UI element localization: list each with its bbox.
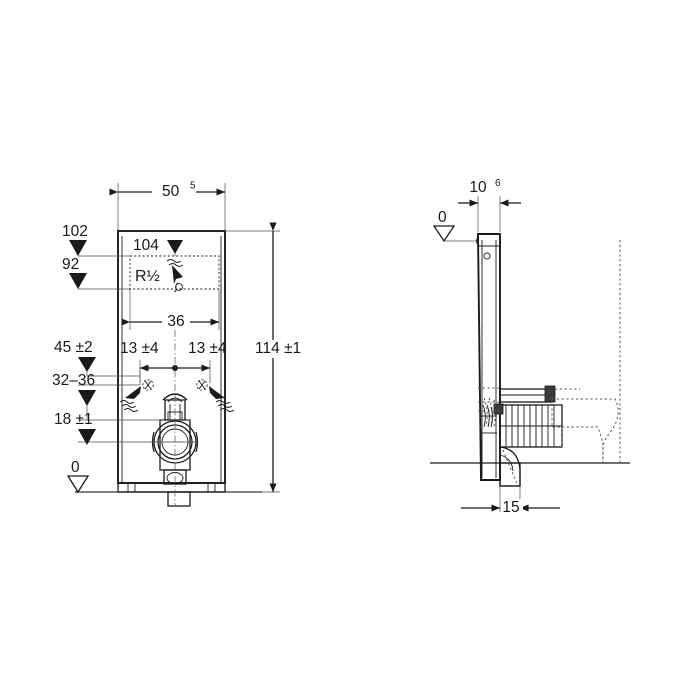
dim-front-width-value: 50 [162, 183, 180, 200]
level-marker-102: 102 [62, 223, 88, 256]
level-marker-datum-icon [432, 225, 456, 243]
level-marker-0-side-label: 0 [438, 209, 447, 226]
level-marker-32-36: 32–36 [52, 372, 96, 420]
water-connection-annotation: R½ [135, 259, 184, 293]
supply-connection-right [196, 379, 235, 412]
level-marker-92-label: 92 [62, 256, 79, 273]
supply-connection-left [119, 379, 154, 412]
service-opening-box [129, 255, 220, 290]
module-side-profile [476, 233, 501, 481]
level-marker-18-label: 18 ±1 [54, 411, 93, 428]
dim-10-value: 10 [469, 179, 487, 196]
dim-side-depth-top: 10 6 [458, 178, 521, 232]
thread-spec-label: R½ [135, 268, 160, 285]
dim-10-superscript: 6 [495, 178, 501, 189]
level-marker-0-side: 0 [432, 209, 478, 243]
level-marker-filled-icon [69, 273, 87, 289]
height-marker-leaders [78, 255, 196, 493]
level-marker-92: 92 [62, 256, 87, 289]
level-marker-datum-icon [66, 475, 90, 494]
level-marker-filled-icon [78, 429, 96, 445]
level-marker-102-label: 102 [62, 223, 88, 240]
dim-13-right-value: 13 ±4 [188, 340, 227, 357]
side-supply-bracket [499, 385, 580, 403]
level-marker-filled-icon [69, 240, 87, 256]
marker-104: 104 [133, 237, 183, 256]
dim-36-value: 36 [167, 313, 184, 330]
level-marker-filled-icon [78, 390, 96, 406]
water-connection-icon [166, 259, 184, 293]
dim-offsets-13: 13 ±4 13 ±4 [120, 330, 227, 400]
side-outlet-elbow [499, 446, 521, 487]
dim-front-overall-width: 50 5 [109, 180, 225, 200]
level-marker-45-label: 45 ±2 [54, 339, 93, 356]
level-marker-filled-icon [167, 240, 183, 254]
level-marker-18: 18 ±1 [54, 411, 96, 445]
level-marker-0-front: 0 [66, 459, 90, 494]
side-internal-detail [478, 387, 500, 434]
side-view-group: 10 6 0 [430, 178, 630, 517]
side-flush-connector [493, 403, 563, 448]
dim-15-value: 15 [502, 499, 519, 516]
dim-front-width-superscript: 5 [190, 181, 196, 192]
marker-104-label: 104 [133, 237, 159, 254]
dim-inner-width-36: 36 [121, 289, 220, 330]
level-marker-0-front-label: 0 [71, 459, 80, 476]
dim-front-overall-height: 114 ±1 [225, 222, 316, 493]
dim-13-left-value: 13 ±4 [120, 340, 159, 357]
level-marker-32-36-label: 32–36 [52, 372, 95, 389]
side-access-hole-icon [483, 252, 491, 260]
dim-114-value: 114 ±1 [255, 340, 301, 357]
wc-bowl-outline [551, 240, 621, 463]
outlet-fitting-assembly [150, 393, 200, 507]
dim-side-outlet-depth: 15 [461, 486, 560, 517]
front-view-group: 50 5 R½ [52, 180, 316, 507]
level-marker-45: 45 ±2 [54, 339, 140, 377]
level-marker-filled-icon [78, 357, 96, 372]
